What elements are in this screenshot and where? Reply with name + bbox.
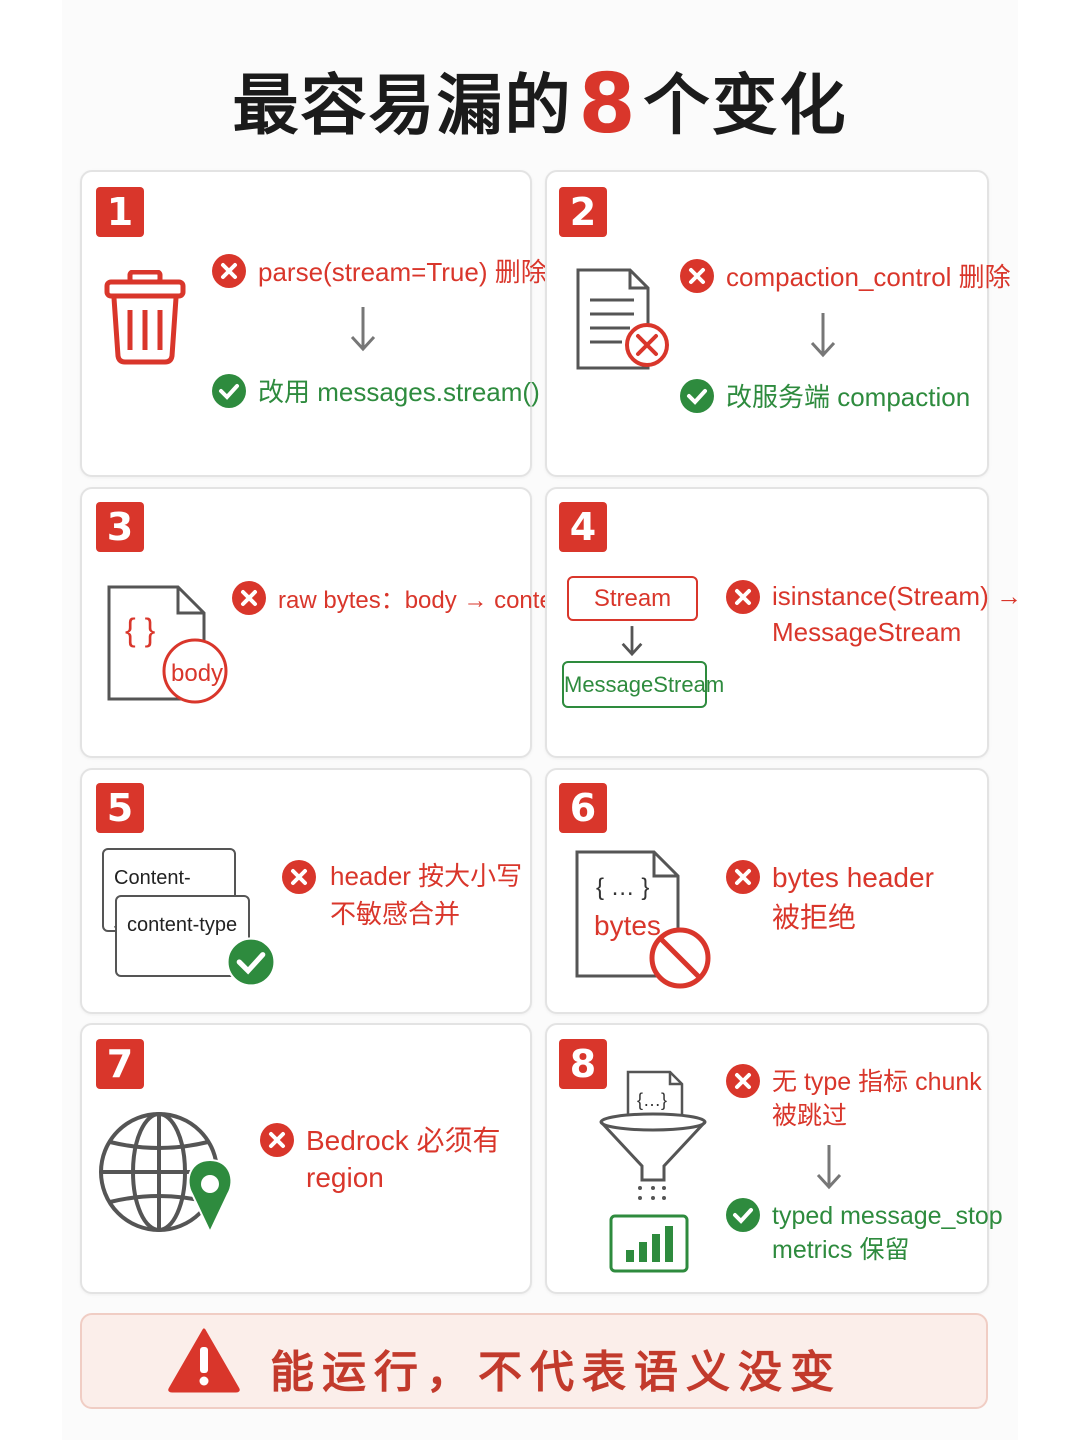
warning-message: 能运行，不代表语义没变 [270, 1347, 842, 1398]
removed-item-line-2: 被拒绝 [772, 902, 857, 933]
removed-item: compaction_control 删除 [680, 257, 1011, 294]
header-card-lower: content-type [115, 895, 250, 977]
bytes-label: bytes [594, 910, 661, 941]
x-circle-icon [282, 860, 316, 894]
json-braces-label: { } [125, 612, 156, 648]
stream-class-box: Stream [567, 576, 698, 621]
arrow-down-icon [810, 313, 836, 358]
removed-item [260, 1123, 306, 1157]
x-circle-icon [212, 253, 246, 288]
change-card-7 [80, 1023, 532, 1294]
change-card-1 [80, 170, 532, 477]
blocked-file-icon [575, 850, 711, 989]
json-braces-label: { … } [596, 874, 650, 901]
replacement-item [726, 1198, 772, 1232]
page-title: 最容易漏的8个变化 [232, 57, 848, 152]
funnel-chart-icon [599, 1070, 707, 1273]
change-card-4 [545, 487, 989, 758]
removed-item-line-2: MessageStream [772, 617, 962, 647]
removed-item [726, 580, 772, 614]
globe-pin-icon [99, 1112, 233, 1235]
trash-icon [104, 270, 186, 365]
x-circle-icon [680, 258, 714, 293]
x-circle-icon [726, 580, 760, 614]
removed-item-line-2: 不敏感合并 [330, 899, 461, 929]
card-number-badge: 6 [559, 783, 607, 833]
x-circle-icon [260, 1123, 294, 1157]
removed-item-line-2: region [306, 1162, 384, 1193]
replacement-item-line-2: metrics 保留 [772, 1236, 910, 1264]
removed-item [726, 860, 772, 894]
check-circle-icon [680, 378, 714, 413]
json-file-icon [107, 585, 228, 704]
document-x-icon [576, 268, 669, 370]
card-number-badge: 5 [96, 783, 144, 833]
arrow-down-icon [816, 1145, 842, 1190]
card-number-badge: 1 [96, 187, 144, 237]
x-circle-icon [726, 860, 760, 894]
removed-item-line-1: bytes header [772, 862, 934, 893]
removed-item-line-1: 无 type 指标 chunk [772, 1068, 982, 1096]
card-number-badge: 8 [559, 1039, 607, 1089]
warning-triangle-icon [168, 1328, 240, 1393]
card-number-badge: 2 [559, 187, 607, 237]
card-number-badge: 3 [96, 502, 144, 552]
removed-item [726, 1064, 772, 1098]
removed-item-line-1: Bedrock 必须有 [306, 1125, 501, 1156]
card-number-badge: 7 [96, 1039, 144, 1089]
removed-item-line-2: 被跳过 [772, 1102, 848, 1130]
removed-item: parse(stream=True) 删除 [212, 252, 547, 289]
replacement-item-line-1: typed message_stop [772, 1202, 1003, 1230]
replacement-item: 改用 messages.stream() [212, 372, 540, 409]
check-circle-icon [212, 373, 246, 408]
removed-item: raw bytes：body → content [232, 580, 573, 615]
messagestream-class-box: MessageStream [562, 661, 724, 708]
check-circle-icon [226, 937, 276, 987]
x-circle-icon [232, 580, 266, 615]
warning-banner [80, 1313, 988, 1409]
arrow-down-icon [621, 626, 643, 657]
replacement-item: 改服务端 compaction [680, 377, 970, 414]
removed-item [282, 860, 328, 894]
removed-item-line-1: header 按大小写 [330, 861, 523, 891]
check-circle-icon [726, 1198, 760, 1232]
arrow-down-icon [350, 307, 376, 352]
x-circle-icon [726, 1064, 760, 1098]
body-label: body [171, 660, 224, 687]
card-number-badge: 4 [559, 502, 607, 552]
removed-item-line-1: isinstance(Stream) → [772, 581, 1022, 611]
json-braces-label: {…} [637, 1090, 668, 1110]
